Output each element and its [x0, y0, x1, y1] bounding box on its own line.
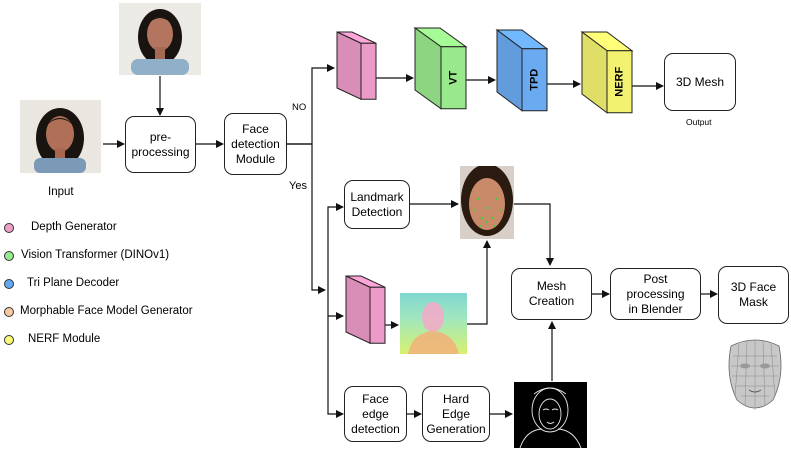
mesh-creation-box: Mesh Creation	[511, 268, 592, 320]
connectors	[103, 64, 718, 418]
hard-edge-box: Hard Edge Generation	[422, 386, 490, 442]
vt-label: VT	[447, 70, 459, 84]
legend-dot-depth	[4, 223, 14, 233]
depth-map-figure	[408, 302, 459, 354]
face-mesh-image	[723, 336, 787, 414]
reference-face-image	[131, 9, 189, 75]
depth-generator-cube-2	[345, 275, 386, 345]
preprocessing-box: pre- processing	[125, 116, 196, 173]
landmark-face-image	[461, 166, 513, 236]
legend-depth-generator: Depth Generator	[31, 221, 117, 233]
input-face-image	[34, 108, 86, 173]
edge-map-figure	[519, 387, 582, 448]
depth-map-image	[400, 293, 467, 354]
arrow-yes-branch	[287, 143, 326, 294]
post-processing-box: Post processing in Blender	[610, 268, 701, 320]
arrow-to-depth2	[327, 290, 344, 320]
legend-morphable-face: Morphable Face Model Generator	[20, 305, 193, 317]
tpd-label: TPD	[528, 69, 540, 91]
edge-map-image	[514, 382, 587, 448]
arrow-to-face-edge	[327, 316, 344, 418]
nerf-cube: NERF	[580, 31, 634, 114]
arrow-to-landmark	[327, 203, 344, 290]
input-photo	[20, 100, 101, 173]
legend-vision-transformer: Vision Transformer (DINOv1)	[21, 249, 170, 261]
output-label: Output	[686, 117, 712, 127]
legend-dot-vt	[4, 251, 14, 261]
arrow-depthmap-to-photo	[467, 240, 491, 325]
landmark-detection-box: Landmark Detection	[344, 180, 410, 229]
legend-nerf-module: NERF Module	[28, 333, 101, 345]
legend-dot-morphable	[4, 307, 14, 317]
face-mask-box: 3D Face Mask	[718, 266, 789, 324]
arrow-photo-to-mesh-creation	[514, 203, 554, 266]
face-mesh-figure	[728, 339, 782, 410]
branch-no-label: NO	[292, 102, 307, 113]
landmark-photo	[460, 166, 514, 239]
nerf-label: NERF	[613, 67, 625, 97]
mesh-3d-box: 3D Mesh	[664, 53, 736, 111]
face-detection-box: Face detection Module	[224, 113, 287, 175]
tpd-cube: TPD	[495, 29, 549, 112]
reference-photo	[119, 3, 201, 75]
vt-cube: VT	[413, 27, 468, 110]
face-edge-box: Face edge detection	[344, 386, 407, 442]
input-label: Input	[48, 186, 74, 198]
legend-dot-tpd	[4, 279, 14, 289]
legend-dot-nerf	[4, 335, 14, 345]
branch-yes-label: Yes	[289, 180, 307, 192]
depth-generator-cube	[336, 31, 377, 101]
legend-tri-plane-decoder: Tri Plane Decoder	[27, 277, 120, 289]
